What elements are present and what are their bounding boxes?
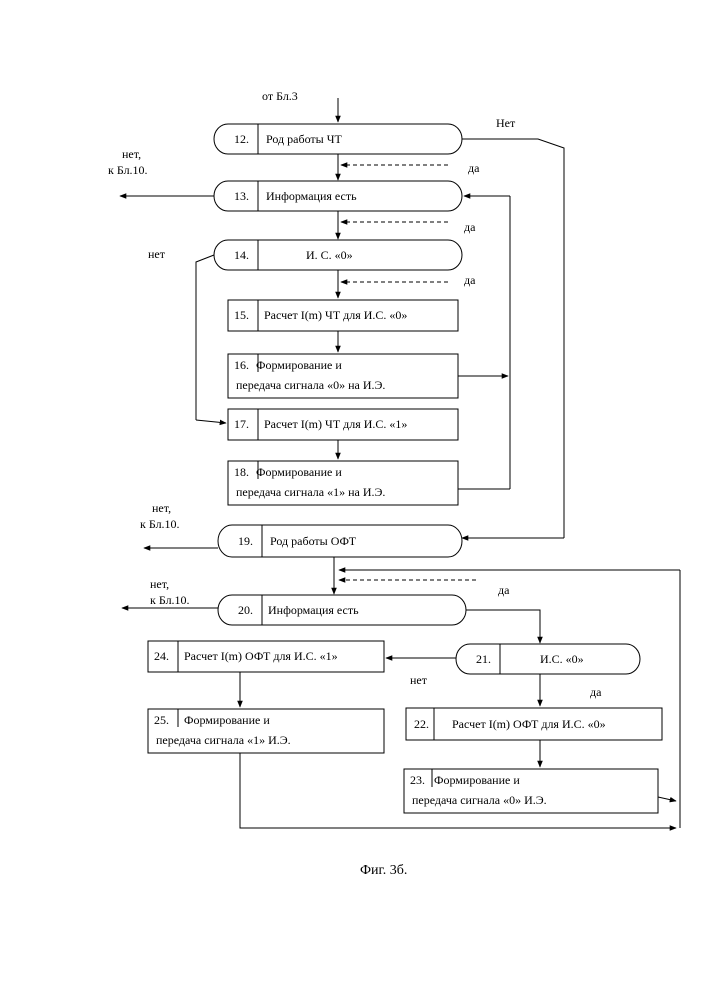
block-20-label: Информация есть: [268, 603, 359, 617]
entry-label: от Бл.3: [262, 89, 298, 103]
block-25-process: 25. Формирование и передача сигнала «1» …: [148, 709, 384, 753]
block-16-line2: передача сигнала «0» на И.Э.: [236, 378, 385, 392]
block-13-number: 13.: [234, 189, 249, 203]
block-18-line1: Формирование и: [256, 465, 342, 479]
block-24-label: Расчет I(m) ОФТ для И.С. «1»: [184, 649, 338, 663]
block-18-line2: передача сигнала «1» на И.Э.: [236, 485, 385, 499]
edge-label-out19-a: нет,: [152, 501, 171, 515]
edge-label-out20-b: к Бл.10.: [150, 593, 190, 607]
block-16-number: 16.: [234, 358, 249, 372]
block-16-process: 16. Формирование и передача сигнала «0» …: [228, 354, 458, 398]
edge-label-no-12: Нет: [496, 116, 516, 130]
block-25-line2: передача сигнала «1» И.Э.: [156, 733, 291, 747]
block-23-number: 23.: [410, 773, 425, 787]
edge-23-return: [658, 797, 676, 801]
block-25-line1: Формирование и: [184, 713, 270, 727]
edge-14-no: [196, 255, 214, 420]
block-17-process: 17. Расчет I(m) ЧТ для И.С. «1»: [228, 409, 458, 440]
block-15-process: 15. Расчет I(m) ЧТ для И.С. «0»: [228, 300, 458, 331]
edge-label-out13-b: к Бл.10.: [108, 163, 148, 177]
block-23-line2: передача сигнала «0» И.Э.: [412, 793, 547, 807]
block-18-process: 18. Формирование и передача сигнала «1» …: [228, 461, 458, 505]
block-15-number: 15.: [234, 308, 249, 322]
block-15-label: Расчет I(m) ЧТ для И.С. «0»: [264, 308, 407, 322]
block-22-process: 22. Расчет I(m) ОФТ для И.С. «0»: [406, 708, 662, 740]
block-17-label: Расчет I(m) ЧТ для И.С. «1»: [264, 417, 407, 431]
edge-label-yes-20: да: [498, 583, 510, 597]
block-25-number: 25.: [154, 713, 169, 727]
block-13-decision: 13. Информация есть: [214, 181, 462, 211]
block-13-label: Информация есть: [266, 189, 357, 203]
edge-20-yes: [466, 610, 540, 640]
block-20-decision: 20. Информация есть: [218, 595, 466, 625]
block-20-number: 20.: [238, 603, 253, 617]
edge-label-yes-13: да: [464, 220, 476, 234]
edge-label-no-21: нет: [410, 673, 428, 687]
block-24-process: 24. Расчет I(m) ОФТ для И.С. «1»: [148, 641, 384, 672]
block-12-number: 12.: [234, 132, 249, 146]
block-18-number: 18.: [234, 465, 249, 479]
edge-label-no-14: нет: [148, 247, 166, 261]
block-14-decision: 14. И. С. «0»: [214, 240, 462, 270]
edge-label-yes-12: да: [468, 161, 480, 175]
block-17-number: 17.: [234, 417, 249, 431]
block-16-line1: Формирование и: [256, 358, 342, 372]
block-19-decision: 19. Род работы ОФТ: [218, 525, 462, 557]
block-23-process: 23. Формирование и передача сигнала «0» …: [404, 769, 658, 813]
block-14-label: И. С. «0»: [306, 248, 353, 262]
block-21-label: И.С. «0»: [540, 652, 584, 666]
block-22-label: Расчет I(m) ОФТ для И.С. «0»: [452, 717, 606, 731]
edge-label-out20-a: нет,: [150, 577, 169, 591]
block-22-number: 22.: [414, 717, 429, 731]
block-12-label: Род работы ЧТ: [266, 132, 343, 146]
block-19-number: 19.: [238, 534, 253, 548]
edge-label-out19-b: к Бл.10.: [140, 517, 180, 531]
edge-label-yes-14: да: [464, 273, 476, 287]
edge-12-no-to-19: [462, 139, 564, 538]
edge-label-yes-21: да: [590, 685, 602, 699]
block-21-decision: 21. И.С. «0»: [456, 644, 640, 674]
block-14-number: 14.: [234, 248, 249, 262]
block-24-number: 24.: [154, 649, 169, 663]
block-19-label: Род работы ОФТ: [270, 534, 357, 548]
edge-label-out13-a: нет,: [122, 147, 141, 161]
block-12-decision: 12. Род работы ЧТ: [214, 124, 462, 154]
figure-caption: Фиг. 3б.: [360, 863, 407, 878]
block-21-number: 21.: [476, 652, 491, 666]
block-23-line1: Формирование и: [434, 773, 520, 787]
